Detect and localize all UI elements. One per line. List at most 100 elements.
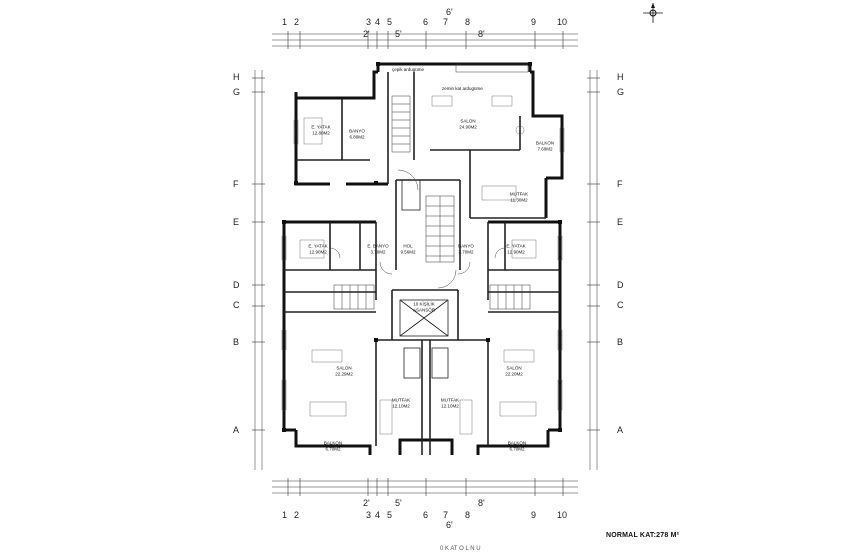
top-note-1: çepik ardugüme: [392, 67, 425, 72]
room-label-mutfak-right: MUTFAK 12.10M2: [441, 398, 459, 409]
room-name: HOL: [403, 243, 413, 249]
left-axis-label-B: B: [233, 337, 240, 347]
room-name: E. YATAK: [506, 243, 526, 249]
staircases: [333, 63, 531, 310]
room-label-salon-left: SALON 22.29M2: [335, 366, 353, 377]
room-name: MUTFAK: [509, 191, 529, 197]
room-name: E. YATAK: [311, 124, 331, 130]
right-axis-label-B: B: [617, 337, 624, 347]
room-area: 12.10M2: [441, 403, 459, 408]
dimension-ticks: [252, 31, 600, 496]
interior-walls: [284, 72, 560, 455]
left-axis-label-F: F: [233, 179, 239, 189]
bottom-axis-label-10: 10: [557, 510, 568, 520]
furniture: [299, 95, 537, 435]
top-sub-axis-label-2p: 2': [363, 29, 370, 39]
top-dimension-lines: [254, 33, 598, 494]
room-area: 6.80M2: [349, 134, 365, 139]
bottom-sub-axis-label-2p: 2': [363, 498, 370, 508]
right-axis-label-F: F: [617, 179, 623, 189]
room-area: 12.10M2: [392, 403, 410, 408]
right-axis-label-H: H: [617, 72, 624, 82]
top-note-2: zemin kat ardugüme: [442, 86, 483, 91]
room-name: BALKON: [535, 140, 555, 146]
room-name: MUTFAK: [391, 397, 411, 403]
room-name: BALKON: [507, 440, 527, 446]
left-axis-label-A: A: [233, 425, 240, 435]
top-axis-label-9: 9: [531, 17, 537, 27]
plan-subtitle: 0 K AT O L N U: [440, 546, 481, 552]
right-axis-label-A: A: [617, 425, 624, 435]
room-area: 6.70M2: [509, 446, 525, 451]
room-area: 9.56M2: [400, 249, 416, 254]
room-name: 10 KİŞİLİK: [413, 301, 435, 307]
room-label-yatak-mid-left: E. YATAK 12.90M2: [308, 244, 327, 255]
room-area: 7.60M2: [537, 146, 553, 151]
room-label-balkon-top: BALKON 7.60M2: [536, 141, 554, 152]
bottom-axis-label-2: 2: [294, 510, 300, 520]
room-label-mutfak-left: MUTFAK 12.10M2: [392, 398, 410, 409]
room-label-salon-right: SALON 22.20M2: [505, 366, 523, 377]
bottom-axis-label-5: 5: [387, 510, 393, 520]
room-label-yatak-mid-right: E. YATAK 12.90M2: [506, 244, 525, 255]
room-area: 6.70M2: [325, 446, 341, 451]
top-sub-axis-label-8p: 8': [478, 29, 485, 39]
room-label-balkon-left: BALKON 6.70M2: [324, 441, 342, 452]
right-axis-label-E: E: [617, 217, 624, 227]
room-label-yatak-top-left: E. YATAK 12.80M2: [311, 125, 330, 136]
top-axis-label-2: 2: [294, 17, 300, 27]
room-area: 12.80M2: [312, 130, 330, 135]
left-axis-label-H: H: [233, 72, 240, 82]
bottom-axis-label-4: 4: [375, 510, 381, 520]
room-area: ASANSÖR: [412, 307, 436, 312]
room-area: 12.90M2: [507, 249, 525, 254]
room-label-mutfak-top: MUTFAK 11.30M2: [510, 192, 528, 203]
top-axis-label-7: 7: [443, 17, 449, 27]
bottom-sub-axis-label-5p: 5': [395, 498, 402, 508]
door-swings: [329, 169, 506, 289]
left-axis-label-G: G: [233, 87, 241, 97]
left-axis-label-D: D: [233, 280, 240, 290]
elevator-shaft: [399, 179, 449, 379]
top-axis-label-3: 3: [366, 17, 372, 27]
room-area: 3.70M2: [370, 249, 386, 254]
left-axis-label-E: E: [233, 217, 240, 227]
plan-title: NORMAL KAT:278 M²: [606, 532, 680, 539]
top-axis-label-10: 10: [557, 17, 568, 27]
room-label-salon-top: SALON 24.90M2: [459, 119, 477, 130]
room-name: SALON: [336, 365, 352, 371]
room-label-asansor: 10 KİŞİLİK ASANSÖR: [413, 302, 435, 313]
room-area: 22.29M2: [335, 371, 353, 376]
left-axis-label-C: C: [233, 300, 240, 310]
bottom-axis-label-6: 6: [423, 510, 429, 520]
right-axis-label-D: D: [617, 280, 624, 290]
room-area: 12.90M2: [309, 249, 327, 254]
bottom-axis-label-7: 7: [443, 510, 449, 520]
windows: [281, 119, 565, 411]
room-label-banyo-mid-left: E. BANYO 3.70M2: [367, 244, 388, 255]
top-axis-label-8: 8: [465, 17, 471, 27]
room-name: E. BANYO: [367, 243, 389, 249]
bottom-axis-label-3: 3: [366, 510, 372, 520]
room-name: E. YATAK: [308, 243, 328, 249]
columns: [282, 62, 562, 432]
bottom-sub-axis-label-8p: 8': [478, 498, 485, 508]
bottom-sub-axis-label-6p: 6': [446, 520, 453, 530]
room-name: SALON: [506, 365, 522, 371]
room-name: MUTFAK: [440, 397, 460, 403]
bottom-axis-label-8: 8: [465, 510, 471, 520]
room-area: 22.20M2: [505, 371, 523, 376]
top-axis-label-4: 4: [375, 17, 381, 27]
right-axis-label-C: C: [617, 300, 624, 310]
room-label-banyo-mid-right: BANYO 3.70M2: [458, 244, 474, 255]
top-axis-label-6: 6: [423, 17, 429, 27]
bottom-axis-label-9: 9: [531, 510, 537, 520]
top-sub-axis-label-6p: 6': [446, 7, 453, 17]
top-sub-axis-label-5p: 5': [395, 29, 402, 39]
room-name: SALON: [460, 118, 476, 124]
room-name: BANYO: [349, 128, 365, 134]
room-label-hol-mid: HOL 9.56M2: [400, 244, 415, 255]
room-area: 3.70M2: [458, 249, 474, 254]
room-area: 11.30M2: [510, 197, 528, 202]
room-label-banyo-top-left: BANYO 6.80M2: [349, 129, 365, 140]
